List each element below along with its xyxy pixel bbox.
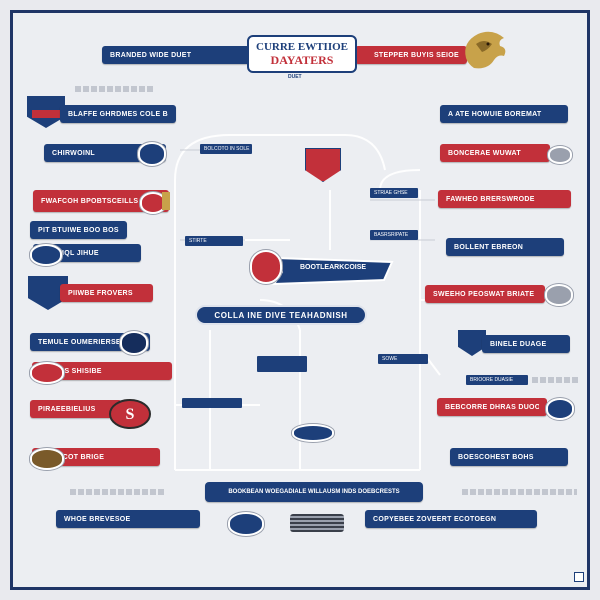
tournament-logo: CURRE EWTIIOE DAYATERS (247, 35, 357, 73)
center-tag-2[interactable]: STRIAE GHSE (370, 188, 418, 198)
gold-accent (162, 192, 170, 210)
right-entry-5[interactable]: SWEEHO PEOSWAT BRIATE (425, 285, 545, 303)
bottom-left-pill[interactable]: WHOE BREVESOE (56, 510, 200, 528)
right-entry-2[interactable]: BONCERAE WUWAT (440, 144, 550, 162)
team-badge-icon (30, 448, 64, 470)
logo-caption: DUET (288, 74, 302, 80)
left-entry-4[interactable]: PIT BTUIWE BOO BOST (30, 221, 127, 239)
trophy-stand-icon (290, 514, 344, 532)
header-left-banner[interactable]: BRANDED WIDE DUET (102, 46, 252, 64)
left-entry-6[interactable]: PIIWBE FROVERS (60, 284, 153, 302)
team-badge-icon (292, 424, 334, 442)
center-tag-5[interactable]: SOWE (378, 354, 428, 364)
center-banner-text: BOOTLEARKCOISE (299, 264, 367, 271)
team-badge-icon (30, 362, 64, 384)
center-tag-3[interactable]: STIRTE (185, 236, 243, 246)
center-block[interactable] (257, 356, 307, 372)
left-entry-9[interactable]: PIRAEEBIELIUS (30, 400, 122, 418)
team-badge-icon (545, 284, 573, 306)
right-entry-1[interactable]: A ATE HOWUIE BOREMAT (440, 105, 568, 123)
logo-subtitle: DAYATERS (270, 53, 334, 67)
logo-title: CURRE EWTIIOE (256, 41, 348, 53)
team-badge-icon (138, 142, 166, 166)
right-entry-4[interactable]: BOLLENT EBREON (446, 238, 564, 256)
svg-text:S: S (126, 406, 135, 423)
left-entry-3[interactable]: FWAFCOH BPOBTSCEILLS (33, 190, 169, 212)
right-entry-3[interactable]: FAWHEO BRERSWRODE (438, 190, 571, 208)
team-badge-icon (30, 244, 62, 266)
lion-mascot-icon (465, 31, 506, 69)
right-entry-6[interactable]: BINELE DUAGE (482, 335, 570, 353)
right-entry-caption (532, 377, 578, 383)
right-entry-caption (462, 489, 577, 495)
left-entry-2[interactable]: CHIRWOINL (44, 144, 166, 162)
left-entry-10[interactable]: POWECOT BRIGE (32, 448, 160, 466)
left-entry-caption (70, 489, 165, 495)
championship-pill[interactable]: COLLA INE DIVE TEAHADNISH (195, 305, 367, 325)
team-logo-s-icon: S (109, 399, 151, 429)
center-tag-4[interactable]: BASRSRIPATE (370, 230, 418, 240)
header-right-banner[interactable]: STEPPER BUYIS SEIOE (355, 46, 467, 64)
left-entry-caption (75, 86, 155, 92)
center-tag-1[interactable]: BOLCOTO IN SOLE (200, 144, 252, 154)
crest-stripe (32, 110, 60, 118)
team-badge-icon (228, 512, 264, 536)
final-matchup-pill[interactable]: BOOKBEAN WOEGADIALE WILLAUSM INDS DOEBCR… (205, 482, 423, 502)
center-tag-6[interactable] (182, 398, 242, 408)
team-badge-icon (546, 398, 574, 420)
bottom-right-pill[interactable]: COPYEBEE ZOVEERT ECOTOEGN (365, 510, 537, 528)
center-team-badge-icon (250, 250, 282, 284)
right-entry-8[interactable]: BEBCORRE DHRAS DUOOE (437, 398, 547, 416)
left-entry-1[interactable]: BLAFFE GHRDMES COLE BOSDDLL (60, 105, 176, 123)
right-entry-9[interactable]: BOESCOHEST BOHS (450, 448, 568, 466)
center-banner (272, 256, 394, 286)
team-badge-icon (120, 331, 148, 355)
right-entry-7[interactable]: BRIOORE DUASIE (466, 375, 528, 385)
left-entry-8[interactable]: CLESTS SHISIBE (32, 362, 172, 380)
corner-mark-icon (574, 572, 584, 582)
team-badge-icon (548, 146, 572, 164)
